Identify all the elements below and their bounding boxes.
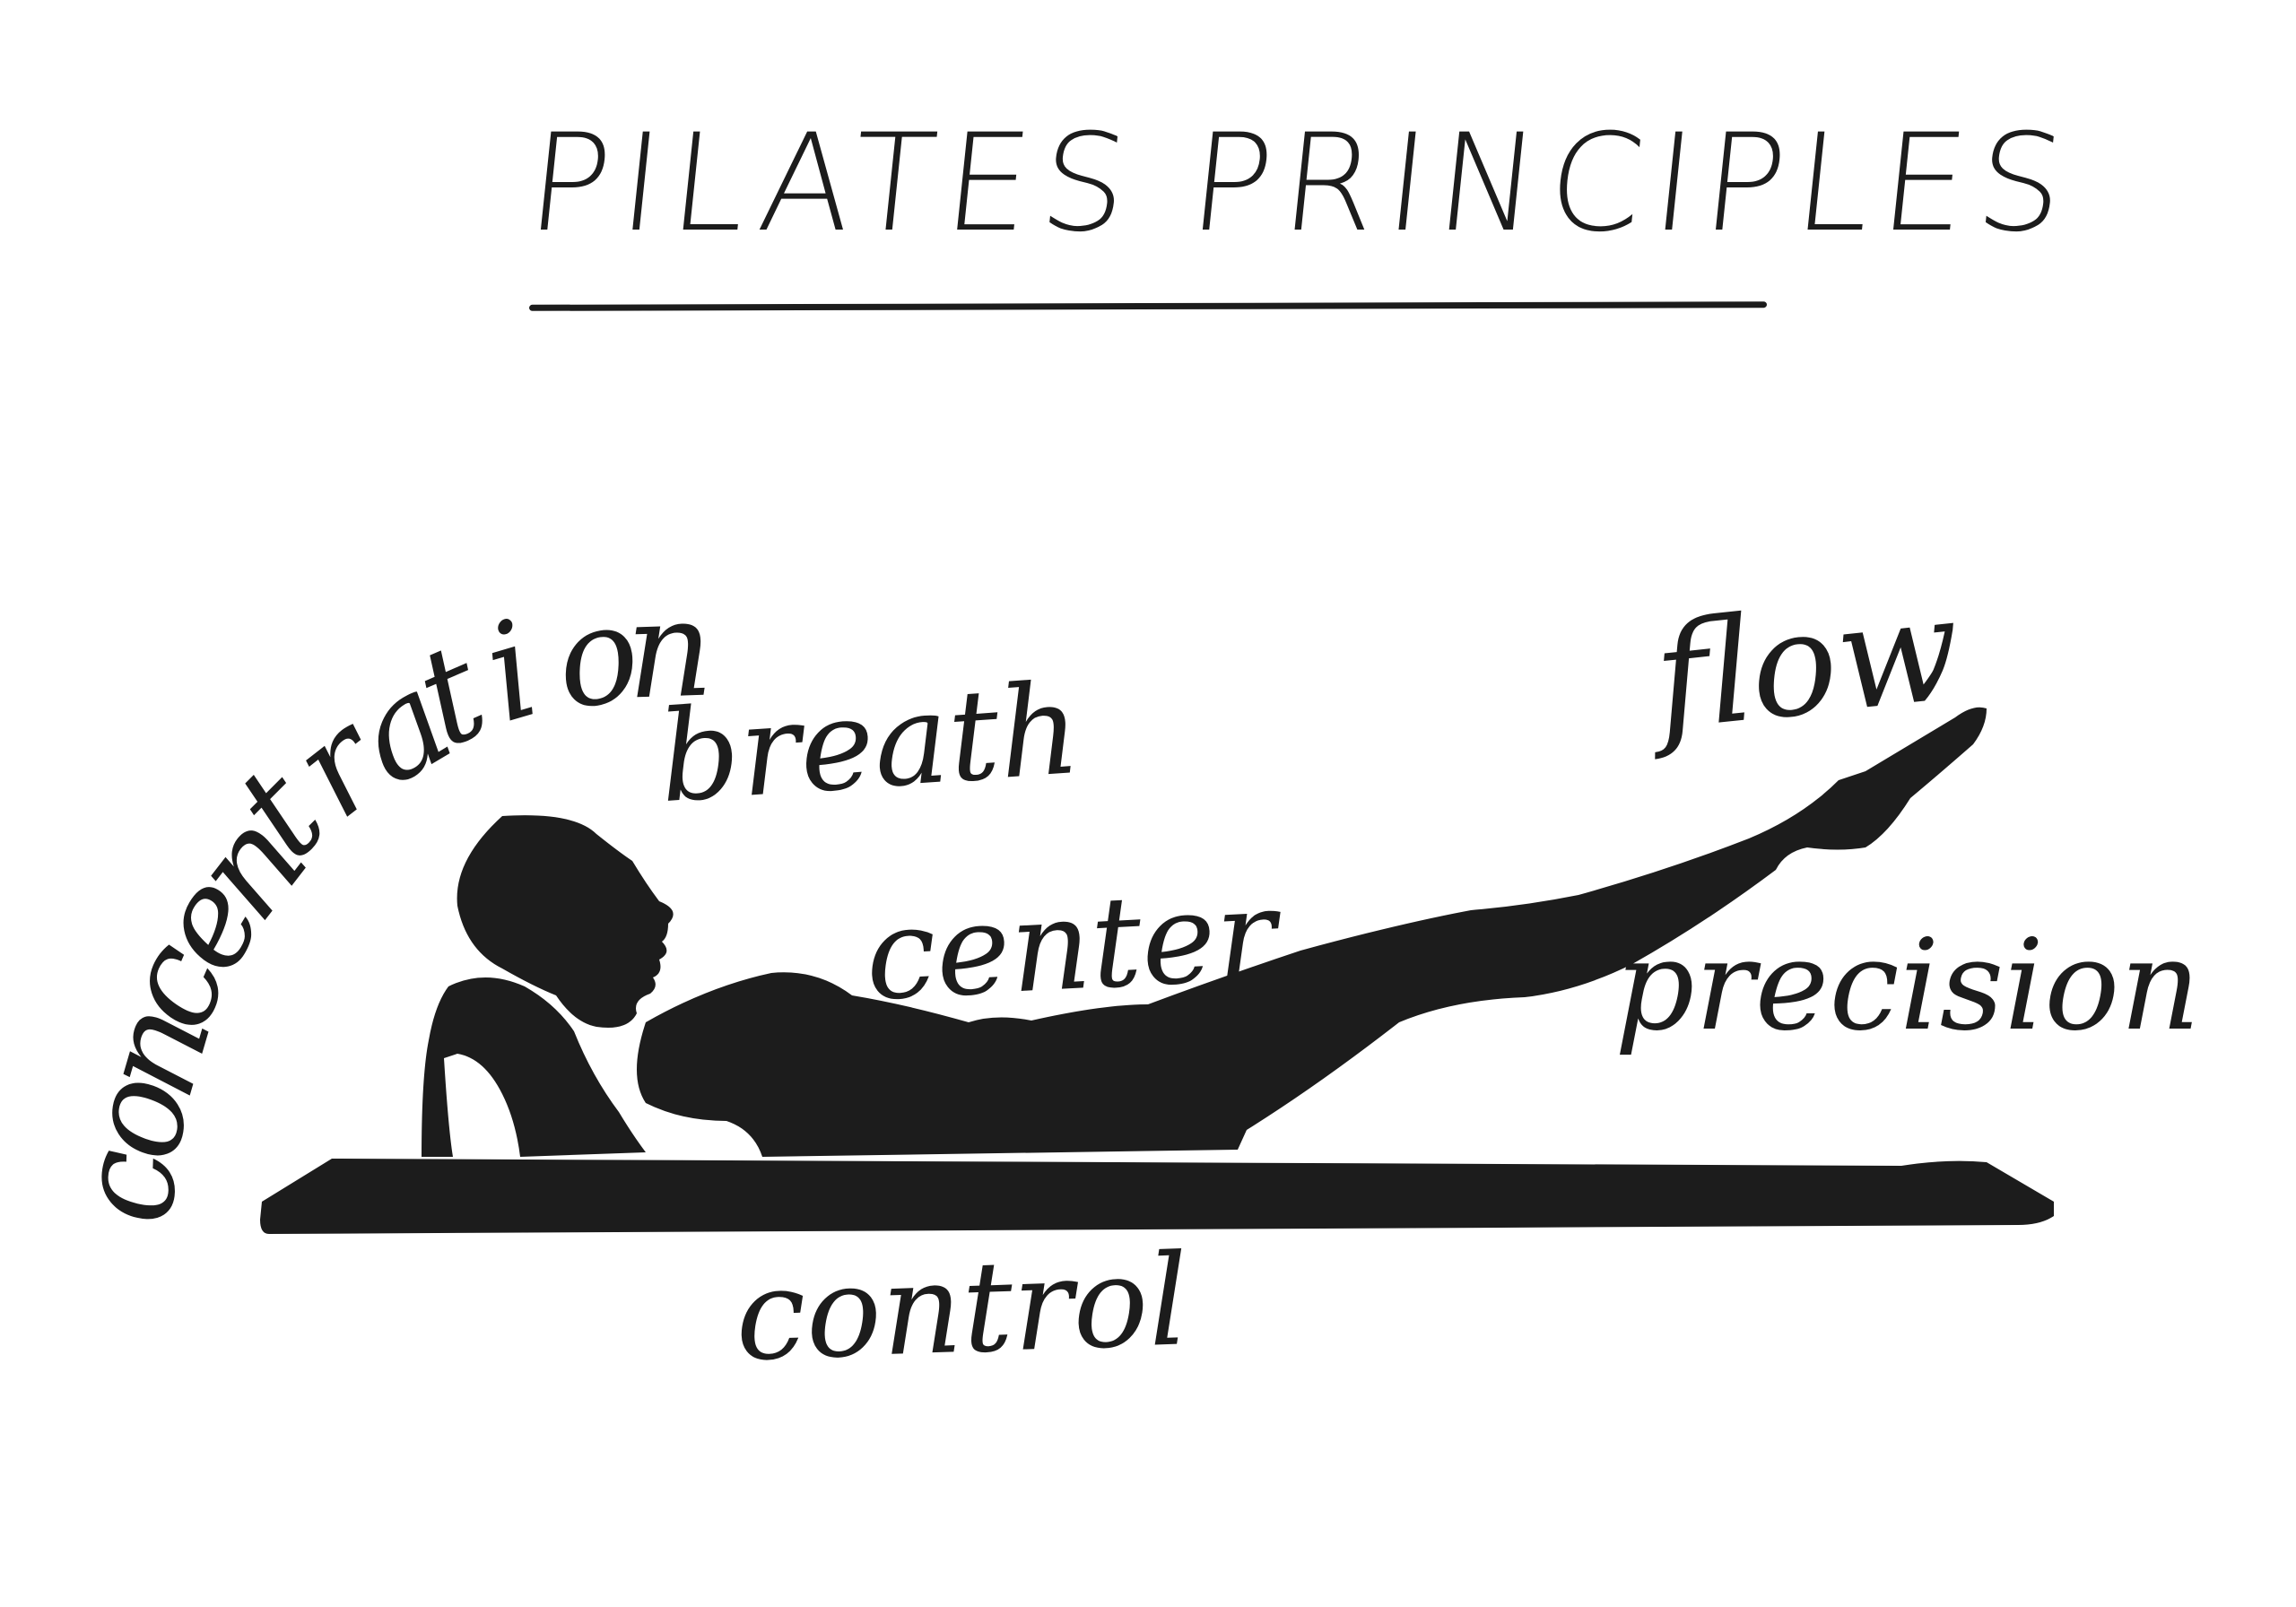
- word-flow: flow: [1647, 563, 1968, 763]
- word-center: center: [862, 862, 1280, 1029]
- word-breath: breath: [654, 656, 1085, 832]
- word-precision: precision: [1614, 913, 2201, 1059]
- word-control: control: [733, 1228, 1191, 1390]
- exercise-mat: [260, 1159, 2054, 1234]
- person-silhouette: [422, 707, 1987, 1157]
